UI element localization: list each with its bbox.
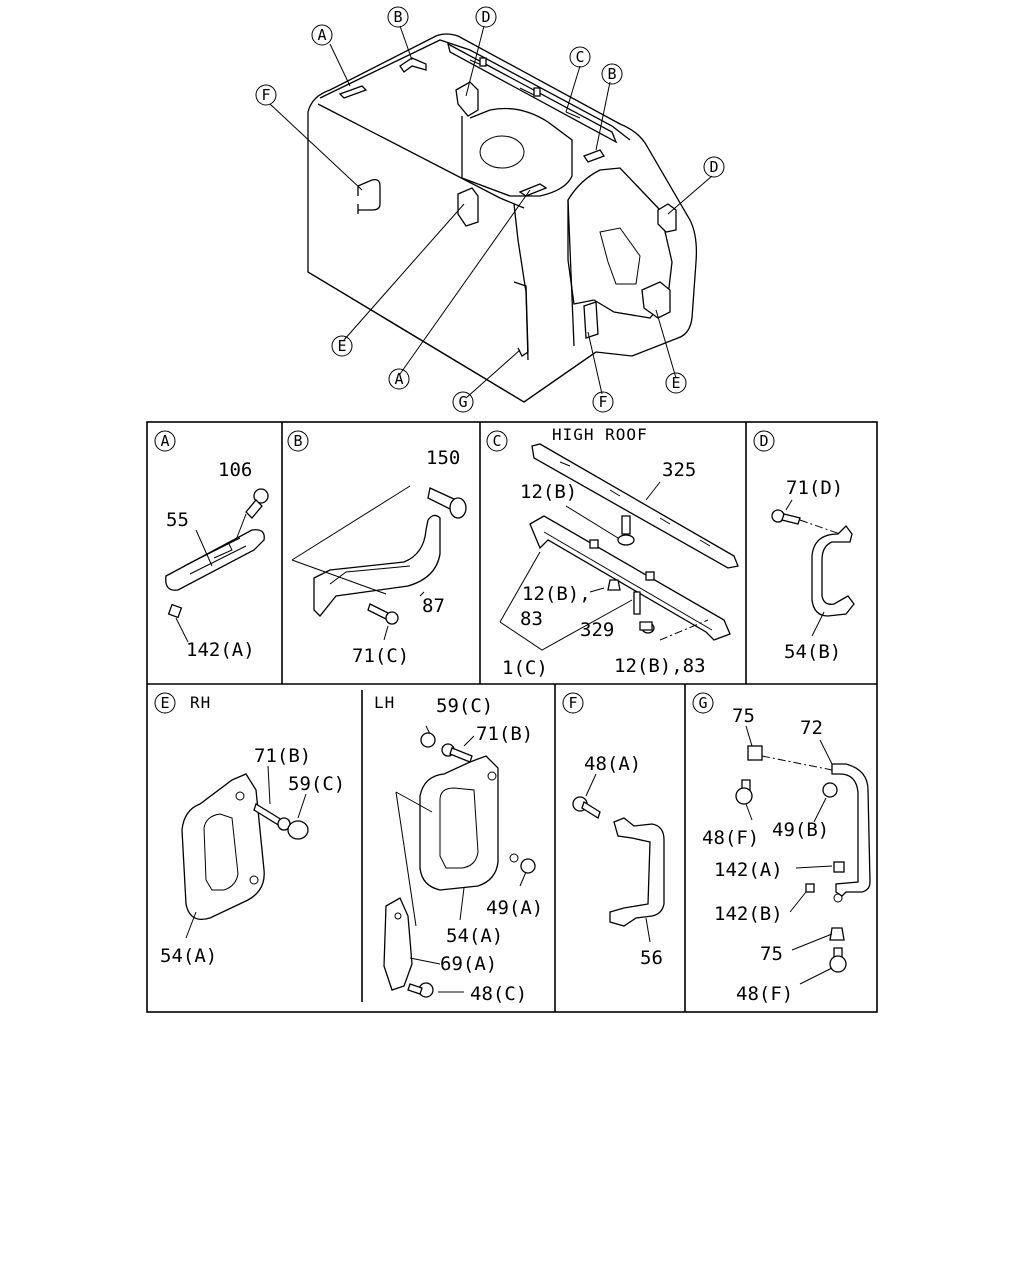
label-329: 329: [580, 619, 614, 641]
panel-E: E RH LH 71(B) 59(C) 54(A): [154, 692, 543, 1005]
label-325: 325: [662, 459, 696, 481]
bolt-71B-lh: [441, 743, 473, 763]
panel-A: A 106 55 142(A): [154, 430, 269, 661]
label-59C-lh: 59(C): [436, 695, 493, 717]
callout-C-top: C: [569, 46, 591, 68]
label-71C: 71(C): [352, 645, 409, 667]
clip-75-bottom: [829, 893, 845, 941]
nut-59C-lh: [420, 732, 436, 748]
callout-G-bottom: G: [452, 391, 474, 413]
label-48C: 48(C): [470, 983, 527, 1005]
screw-12B-bottom: [639, 621, 655, 634]
label-150: 150: [426, 447, 460, 469]
label-142A: 142(A): [186, 639, 255, 661]
nut-49B: [822, 782, 838, 798]
callout-D-top: D: [475, 6, 497, 28]
label-55: 55: [166, 509, 189, 531]
clip-75-top: [747, 745, 763, 761]
panel-E-rh-note: RH: [190, 693, 211, 712]
pin-329: [633, 591, 641, 615]
panel-B-letter: B: [293, 432, 302, 450]
bolt-150: [427, 487, 467, 519]
panel-D: D 71(D) 54(B): [753, 430, 855, 663]
svg-text:B: B: [393, 8, 402, 26]
callout-B-top-left: B: [387, 6, 409, 28]
label-12B-mid: 12(B),: [522, 583, 591, 605]
label-59C-rh: 59(C): [288, 773, 345, 795]
label-1C: 1(C): [502, 657, 548, 679]
bolt-71C: [367, 603, 399, 625]
svg-text:D: D: [481, 8, 490, 26]
callout-A-top: A: [311, 24, 333, 46]
svg-text:D: D: [709, 158, 718, 176]
label-71B-lh: 71(B): [476, 723, 533, 745]
label-54A-lh: 54(A): [446, 925, 503, 947]
callout-F-left: F: [255, 84, 277, 106]
label-75-top: 75: [732, 705, 755, 727]
svg-text:E: E: [671, 374, 680, 392]
panel-G-letter: G: [698, 694, 707, 712]
panel-C-note: HIGH ROOF: [552, 425, 648, 444]
label-48F-bottom: 48(F): [736, 983, 793, 1005]
svg-text:F: F: [598, 393, 607, 411]
screw-106: [245, 488, 269, 519]
overview-callouts: A B D C B F D E: [255, 6, 725, 413]
screw-12B-top: [617, 515, 635, 546]
callout-E-left: E: [331, 335, 353, 357]
label-142B: 142(B): [714, 903, 783, 925]
label-142A-g: 142(A): [714, 859, 783, 881]
label-83: 83: [520, 608, 543, 630]
nut-49A: [520, 858, 536, 874]
callout-E-right: E: [665, 372, 687, 394]
bolt-48F-bottom: [829, 947, 847, 973]
bolt-48F-top: [735, 779, 753, 805]
panel-B: B 150 87 71(C): [287, 430, 467, 667]
label-49A: 49(A): [486, 897, 543, 919]
label-87: 87: [422, 595, 445, 617]
cap-59C-rh: [287, 820, 309, 840]
svg-text:C: C: [575, 48, 584, 66]
label-54B: 54(B): [784, 641, 841, 663]
bolt-71D: [771, 509, 801, 525]
label-49B: 49(B): [772, 819, 829, 841]
label-12B-83: 12(B),83: [614, 655, 706, 677]
cab-overview-drawing: [269, 25, 713, 403]
callout-A-bottom: A: [388, 368, 410, 390]
label-48F-top: 48(F): [702, 827, 759, 849]
svg-text:E: E: [337, 337, 346, 355]
callout-B-top-right: B: [601, 63, 623, 85]
svg-text:A: A: [317, 26, 326, 44]
svg-text:F: F: [261, 86, 270, 104]
label-75-bottom: 75: [760, 943, 783, 965]
screw-12B-mid: [607, 579, 621, 591]
bolt-48C: [407, 982, 434, 998]
label-54A-rh: 54(A): [160, 945, 217, 967]
panel-F: F 48(A) 56: [562, 692, 665, 969]
panel-E-lh-note: LH: [374, 693, 395, 712]
svg-text:B: B: [607, 65, 616, 83]
label-56: 56: [640, 947, 663, 969]
panel-A-letter: A: [160, 432, 169, 450]
panel-C-letter: C: [492, 432, 501, 450]
label-71D: 71(D): [786, 477, 843, 499]
label-106: 106: [218, 459, 252, 481]
label-48A: 48(A): [584, 753, 641, 775]
panel-E-letter: E: [160, 694, 169, 712]
detail-grid: [146, 421, 878, 1013]
label-71B-rh: 71(B): [254, 745, 311, 767]
bolt-48A: [572, 796, 601, 819]
panel-D-letter: D: [759, 432, 768, 450]
panel-F-letter: F: [568, 694, 577, 712]
svg-text:G: G: [458, 393, 467, 411]
callout-F-bottom: F: [592, 391, 614, 413]
label-69A: 69(A): [440, 953, 497, 975]
panel-C: C HIGH ROOF 325 12(B): [486, 425, 739, 679]
label-12B-top: 12(B): [520, 481, 577, 503]
callout-D-right: D: [703, 156, 725, 178]
panel-G: G: [692, 692, 871, 1005]
svg-text:A: A: [394, 370, 403, 388]
label-72: 72: [800, 717, 823, 739]
